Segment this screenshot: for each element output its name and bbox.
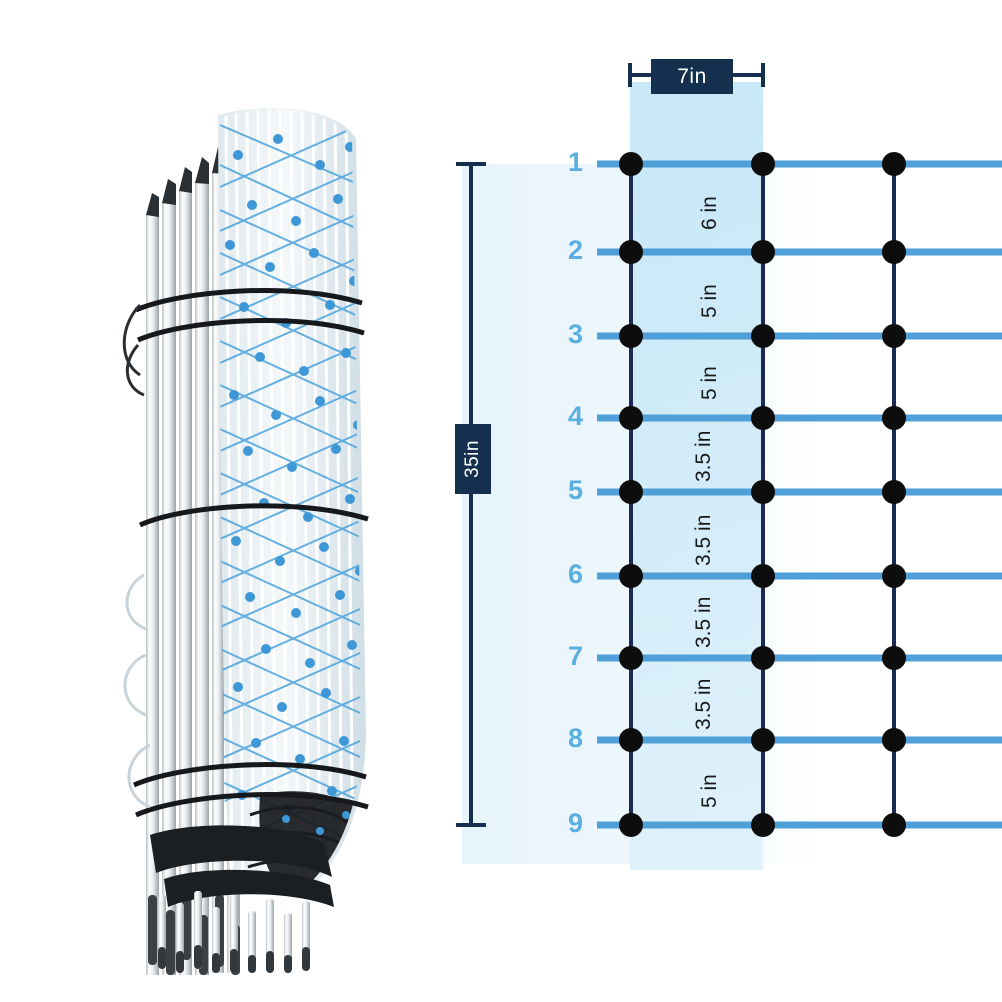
row-number-3: 3 (567, 319, 583, 349)
width-dimension-value: 7in (677, 64, 707, 88)
product-photo-netting-roll (110, 95, 410, 975)
row-number-7: 7 (567, 641, 583, 671)
junction-nodes (619, 152, 906, 837)
segment-label-2-3: 5 in (698, 284, 732, 342)
height-dimension-value: 35in (462, 440, 484, 478)
width-dimension-label: 7in (651, 59, 733, 94)
segment-value-5-6: 3.5 in (692, 514, 715, 566)
ground-stakes (150, 825, 334, 973)
segment-value-3-4: 5 in (698, 366, 721, 400)
segment-label-7-8: 3.5 in (692, 679, 743, 754)
row-number-6: 6 (567, 559, 583, 589)
segment-value-4-5: 3.5 in (692, 430, 715, 482)
fence-spacing-diagram: 7in 35in 1 2 3 4 5 6 7 8 9 6 in 5 in 5 i… (440, 40, 1002, 870)
row-number-8: 8 (567, 723, 583, 753)
segment-value-8-9: 5 in (698, 774, 721, 808)
netting-roll (218, 107, 366, 891)
segment-label-4-5: 3.5 in (692, 431, 743, 506)
row-number-1: 1 (567, 147, 583, 177)
row-number-9: 9 (567, 808, 583, 838)
height-dimension-label: 35in (455, 424, 491, 494)
segment-value-7-8: 3.5 in (692, 678, 715, 730)
row-number-4: 4 (567, 401, 583, 431)
segment-value-6-7: 3.5 in (692, 596, 715, 648)
segment-label-6-7: 3.5 in (692, 597, 743, 672)
segment-label-3-4: 5 in (698, 366, 732, 424)
segment-label-8-9: 5 in (698, 774, 732, 832)
clear-wire-loops (123, 573, 151, 809)
row-number-5: 5 (567, 475, 583, 505)
row-number-2: 2 (567, 235, 583, 265)
segment-label-5-6: 3.5 in (692, 515, 743, 590)
binding-ties (133, 288, 369, 818)
segment-label-1-2: 6 in (698, 196, 732, 254)
segment-value-2-3: 5 in (698, 284, 721, 318)
loose-wire-loops (122, 303, 145, 397)
segment-value-1-2: 6 in (698, 196, 721, 230)
horizontal-strands (597, 160, 1002, 829)
height-dimension-bracket (456, 162, 486, 827)
